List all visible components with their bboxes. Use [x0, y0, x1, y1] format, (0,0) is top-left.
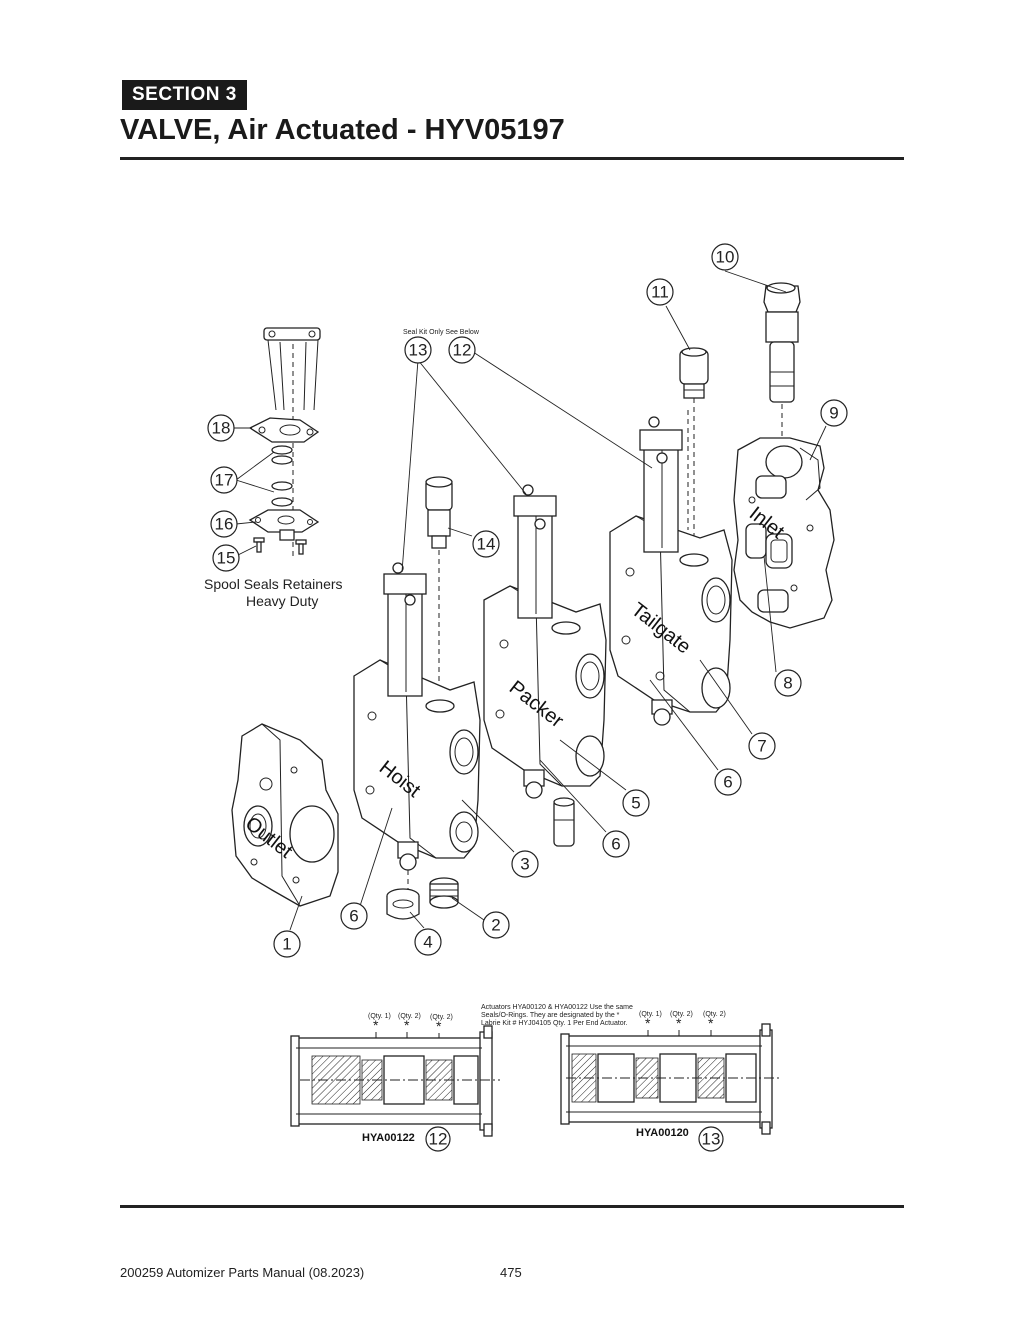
footer-rule — [120, 1205, 904, 1208]
relief-cartridge-10 — [763, 282, 801, 455]
plug-4 — [386, 888, 420, 920]
svg-text:6: 6 — [349, 907, 358, 926]
svg-text:*: * — [373, 1017, 379, 1033]
callout-13: 13 — [404, 336, 432, 364]
relief-cartridge-14 — [425, 476, 453, 690]
svg-text:9: 9 — [829, 404, 838, 423]
page-title: VALVE, Air Actuated - HYV05197 — [120, 114, 565, 146]
svg-text:*: * — [436, 1018, 442, 1034]
svg-text:12: 12 — [453, 341, 472, 360]
callout-6-hoist: 6 — [340, 902, 368, 930]
callout-10: 10 — [711, 243, 739, 271]
svg-text:14: 14 — [477, 535, 496, 554]
leader-lines — [234, 270, 827, 931]
svg-text:11: 11 — [651, 283, 669, 302]
svg-text:13: 13 — [702, 1130, 721, 1149]
svg-text:(Qty. 2): (Qty. 2) — [670, 1011, 693, 1018]
callout-5: 5 — [622, 789, 650, 817]
actuator-hya00122-section: (Qty. 1) (Qty. 2) (Qty. 2) * * * HYA0012… — [290, 1013, 500, 1144]
svg-text:*: * — [645, 1015, 651, 1031]
callout-7: 7 — [748, 732, 776, 760]
svg-text:16: 16 — [215, 515, 234, 534]
actuator-note-2: Seals/O-Rings. They are designated by th… — [481, 1012, 620, 1019]
svg-text:8: 8 — [783, 674, 792, 693]
callout-11: 11 — [646, 278, 674, 306]
section-label: SECTION 3 — [122, 80, 247, 110]
callout-6-tailgate: 6 — [714, 768, 742, 796]
packer-section-5: Packer — [483, 484, 607, 799]
svg-text:(Qty. 2): (Qty. 2) — [430, 1014, 453, 1021]
plug-2 — [429, 877, 459, 909]
callout-17: 17 — [210, 466, 238, 494]
footer-page-number: 475 — [500, 1265, 522, 1280]
callout-2: 2 — [482, 911, 510, 939]
o-rings-17 — [271, 445, 293, 507]
svg-text:5: 5 — [631, 794, 640, 813]
hoist-section-3: Hoist — [353, 562, 481, 900]
seal-retainer-16 — [248, 509, 320, 541]
spool-seals-note-1: Spool Seals Retainers — [204, 576, 343, 592]
svg-text:4: 4 — [423, 933, 432, 952]
callout-3: 3 — [511, 850, 539, 878]
screws-15 — [253, 537, 307, 555]
hya00122-label: HYA00122 — [362, 1132, 415, 1144]
callout-14: 14 — [472, 530, 500, 558]
spool-seals-note-2: Heavy Duty — [246, 593, 318, 609]
callout-9: 9 — [820, 399, 848, 427]
check-cartridge-11 — [679, 347, 709, 560]
header-rule — [120, 157, 904, 160]
callout-8: 8 — [774, 669, 802, 697]
callout-12: 12 — [448, 336, 476, 364]
svg-text:1: 1 — [282, 935, 291, 954]
callout-6-packer: 6 — [602, 830, 630, 858]
footer-manual: 200259 Automizer Parts Manual (08.2023) — [120, 1265, 365, 1280]
tailgate-section-7: Tailgate — [609, 410, 733, 726]
svg-text:7: 7 — [757, 737, 766, 756]
svg-text:18: 18 — [212, 419, 231, 438]
svg-text:12: 12 — [429, 1130, 448, 1149]
svg-text:3: 3 — [520, 855, 529, 874]
callout-18: 18 — [207, 414, 235, 442]
svg-text:6: 6 — [723, 773, 732, 792]
actuator-hya00120-section: (Qty. 1) (Qty. 2) (Qty. 2) * * * HYA0012… — [560, 1011, 780, 1139]
svg-text:6: 6 — [611, 835, 620, 854]
callout-1: 1 — [273, 930, 301, 958]
seal-kit-note: Seal Kit Only See Below — [403, 329, 480, 336]
svg-text:17: 17 — [215, 471, 234, 490]
actuator-note-1: Actuators HYA00120 & HYA00122 Use the sa… — [481, 1004, 633, 1011]
outlet-section-1: Outlet — [231, 723, 339, 907]
callout-15: 15 — [212, 544, 240, 572]
actuator-note-3: Labrie Kit # HYJ04105 Qty. 1 Per End Act… — [481, 1020, 628, 1027]
hya00120-label: HYA00120 — [636, 1127, 689, 1139]
callout-13-actuator: 13 — [698, 1126, 724, 1152]
svg-text:*: * — [404, 1017, 410, 1033]
svg-text:15: 15 — [217, 549, 236, 568]
svg-text:*: * — [676, 1015, 682, 1031]
callout-12-actuator: 12 — [425, 1126, 451, 1152]
svg-text:(Qty. 2): (Qty. 2) — [398, 1013, 421, 1020]
callout-16: 16 — [210, 510, 238, 538]
inlet-section-9: Inlet — [733, 437, 835, 629]
svg-text:(Qty. 2): (Qty. 2) — [703, 1011, 726, 1018]
svg-text:*: * — [708, 1015, 714, 1031]
spool-cartridge — [553, 797, 575, 847]
callout-4: 4 — [414, 928, 442, 956]
svg-text:10: 10 — [716, 248, 735, 267]
svg-text:(Qty. 1): (Qty. 1) — [368, 1013, 391, 1020]
svg-text:13: 13 — [409, 341, 428, 360]
actuator-cylinder-small — [263, 327, 321, 560]
retainer-plate-18 — [248, 417, 320, 443]
svg-text:2: 2 — [491, 916, 500, 935]
svg-text:(Qty. 1): (Qty. 1) — [639, 1011, 662, 1018]
